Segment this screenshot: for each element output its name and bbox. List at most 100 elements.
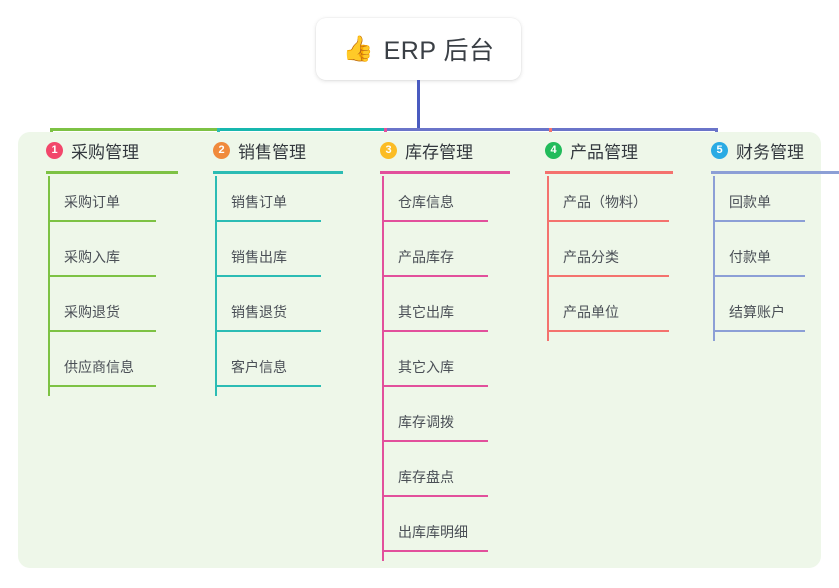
branch-item-label: 供应商信息	[64, 359, 134, 375]
branch-number-badge: 2	[213, 141, 230, 159]
connector-bar-left	[50, 128, 217, 131]
branch-item-rule	[713, 220, 805, 222]
branch-title: 产品管理	[570, 142, 638, 162]
branch-spine	[382, 176, 384, 561]
branch-item-label: 销售出库	[231, 249, 287, 265]
branch-item[interactable]: 其它出库	[366, 286, 488, 341]
branch-number-badge: 4	[545, 141, 562, 159]
branch-item-rule	[713, 330, 805, 332]
root-node-label: ERP 后台	[383, 37, 495, 65]
branch-item[interactable]: 销售出库	[199, 231, 321, 286]
branch-item-rule	[382, 275, 488, 277]
branch-spine	[547, 176, 549, 341]
branch-item-label: 采购入库	[64, 249, 120, 265]
branch-column-3: 3 库存管理仓库信息产品库存其它出库其它入库库存调拨库存盘点出库库明细	[366, 132, 510, 561]
branch-item-rule	[48, 220, 156, 222]
branch-item-rule	[215, 275, 321, 277]
branch-spine	[48, 176, 50, 396]
branch-item-rule	[382, 220, 488, 222]
branch-items: 销售订单销售出库销售退货客户信息	[199, 176, 321, 396]
connector-bar-mid	[217, 128, 384, 131]
branch-header-rule	[213, 171, 343, 174]
branch-item[interactable]: 付款单	[697, 231, 805, 286]
branch-column-1: 1 采购管理采购订单采购入库采购退货供应商信息	[32, 132, 178, 396]
branch-item-label: 库存调拨	[398, 414, 454, 430]
branch-item[interactable]: 回款单	[697, 176, 805, 231]
branch-item-label: 销售退货	[231, 304, 287, 320]
branch-number-badge: 3	[380, 141, 397, 159]
branch-item-label: 付款单	[729, 249, 771, 265]
branch-item-label: 产品单位	[563, 304, 619, 320]
branch-title: 采购管理	[71, 142, 139, 162]
branches-panel: 1 采购管理采购订单采购入库采购退货供应商信息 2 销售管理销售订单销售出库销售退货客…	[18, 132, 839, 568]
branch-header-rule	[545, 171, 673, 174]
thumbs-up-icon: 👍	[342, 34, 374, 63]
branch-title: 库存管理	[405, 142, 473, 162]
root-connector	[417, 80, 420, 131]
branch-item[interactable]: 库存盘点	[366, 451, 488, 506]
branch-item-label: 出库库明细	[398, 524, 468, 540]
branch-spine	[713, 176, 715, 341]
branch-item-label: 其它出库	[398, 304, 454, 320]
branch-item[interactable]: 采购入库	[32, 231, 156, 286]
branch-header-rule	[711, 171, 839, 174]
branch-spine	[215, 176, 217, 396]
branch-item[interactable]: 结算账户	[697, 286, 805, 341]
branch-item[interactable]: 采购退货	[32, 286, 156, 341]
branch-number-badge: 1	[46, 141, 63, 159]
branch-item-rule	[382, 550, 488, 552]
branch-item-rule	[713, 275, 805, 277]
branch-item-label: 客户信息	[231, 359, 287, 375]
branch-item[interactable]: 其它入库	[366, 341, 488, 396]
branch-item-label: 其它入库	[398, 359, 454, 375]
branch-item-label: 销售订单	[231, 194, 287, 210]
branch-item-label: 结算账户	[729, 304, 785, 320]
branch-item-rule	[382, 385, 488, 387]
branch-item[interactable]: 销售订单	[199, 176, 321, 231]
branch-items: 采购订单采购入库采购退货供应商信息	[32, 176, 156, 396]
root-node[interactable]: 👍 ERP 后台	[316, 18, 521, 80]
branch-item-label: 产品分类	[563, 249, 619, 265]
branch-item[interactable]: 客户信息	[199, 341, 321, 396]
branch-item[interactable]: 采购订单	[32, 176, 156, 231]
branch-column-2: 2 销售管理销售订单销售出库销售退货客户信息	[199, 132, 343, 396]
branch-header-1[interactable]: 1 采购管理	[32, 132, 139, 168]
branch-item-rule	[215, 330, 321, 332]
branch-item[interactable]: 产品分类	[531, 231, 669, 286]
branch-item-rule	[48, 275, 156, 277]
branch-item-rule	[48, 330, 156, 332]
branch-item-rule	[547, 330, 669, 332]
branch-item[interactable]: 仓库信息	[366, 176, 488, 231]
branch-item-label: 仓库信息	[398, 194, 454, 210]
branch-item-label: 回款单	[729, 194, 771, 210]
branch-item-label: 库存盘点	[398, 469, 454, 485]
branch-item-label: 产品（物料）	[563, 194, 647, 210]
branch-header-2[interactable]: 2 销售管理	[199, 132, 306, 168]
branch-item-rule	[382, 330, 488, 332]
branch-items: 产品（物料） 产品分类产品单位	[531, 176, 669, 341]
branch-title: 销售管理	[238, 142, 306, 162]
branch-item-rule	[48, 385, 156, 387]
branch-header-3[interactable]: 3 库存管理	[366, 132, 473, 168]
branch-item-rule	[215, 385, 321, 387]
branch-item[interactable]: 产品（物料）	[531, 176, 669, 231]
branch-header-4[interactable]: 4 产品管理	[531, 132, 638, 168]
branch-item-label: 采购退货	[64, 304, 120, 320]
branch-item[interactable]: 出库库明细	[366, 506, 488, 561]
branch-item[interactable]: 产品单位	[531, 286, 669, 341]
branch-item[interactable]: 产品库存	[366, 231, 488, 286]
branch-item-rule	[382, 440, 488, 442]
branch-item-label: 采购订单	[64, 194, 120, 210]
branch-number-badge: 5	[711, 141, 728, 159]
branch-items: 回款单付款单结算账户	[697, 176, 805, 341]
branch-item-label: 产品库存	[398, 249, 454, 265]
branch-item[interactable]: 销售退货	[199, 286, 321, 341]
branch-item[interactable]: 供应商信息	[32, 341, 156, 396]
branch-item[interactable]: 库存调拨	[366, 396, 488, 451]
branch-item-rule	[215, 220, 321, 222]
branch-header-rule	[380, 171, 510, 174]
branch-item-rule	[382, 495, 488, 497]
